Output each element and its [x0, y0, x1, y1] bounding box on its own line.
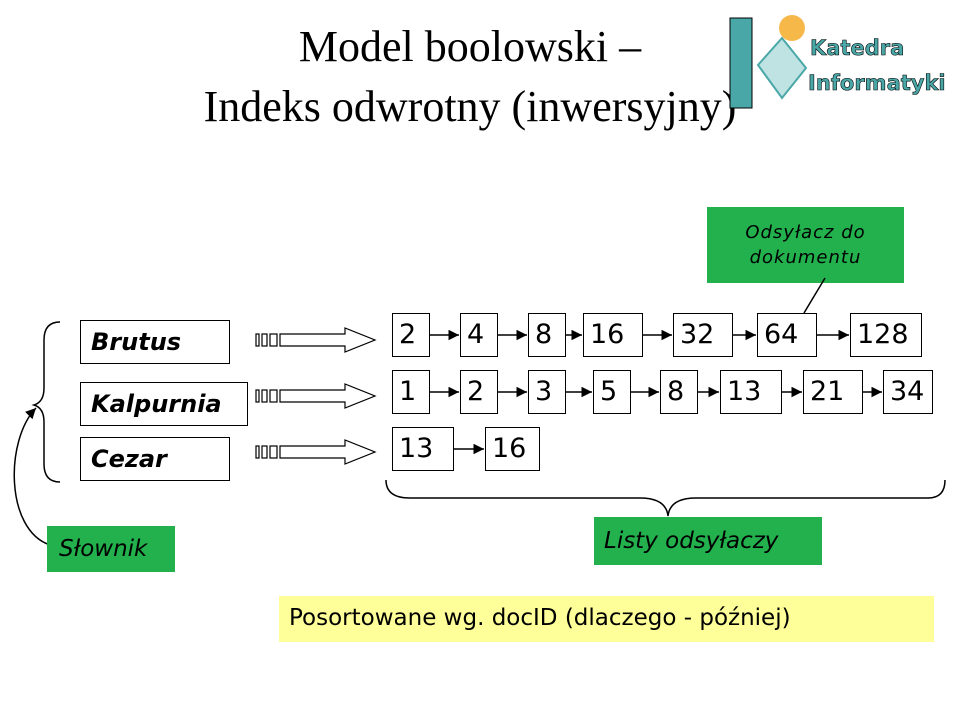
posting-brutus-64: 64: [757, 313, 817, 357]
posting-kalpurnia-2: 2: [460, 370, 498, 414]
posting-brutus-4: 4: [460, 313, 498, 357]
posting-kalpurnia-8: 8: [660, 370, 698, 414]
pointer-arrow-kalpurnia: [255, 383, 377, 409]
posting-kalpurnia-34: 34: [883, 370, 933, 414]
postings-lists-label: Listy odsyłaczy: [594, 517, 822, 565]
posting-cezar-13: 13: [392, 427, 454, 471]
dictionary-term-cezar: Cezar: [80, 437, 230, 481]
posting-kalpurnia-13: 13: [720, 370, 782, 414]
pointer-arrow-brutus: [255, 327, 377, 353]
posting-kalpurnia-3: 3: [528, 370, 566, 414]
posting-kalpurnia-21: 21: [803, 370, 863, 414]
dictionary-term-kalpurnia: Kalpurnia: [80, 382, 248, 426]
page-title-line1: Model boolowski –: [298, 22, 642, 71]
posting-brutus-32: 32: [673, 313, 733, 357]
callout-pointer-line: [803, 277, 826, 314]
callout-document-pointer: Odsyłacz do dokumentu: [707, 207, 904, 283]
posting-cezar-16: 16: [485, 427, 540, 471]
posting-brutus-16: 16: [583, 313, 643, 357]
postings-brace: [385, 479, 946, 517]
sorted-note-text: Posortowane wg. docID (dlaczego - późnie…: [289, 605, 791, 631]
posting-kalpurnia-1: 1: [392, 370, 430, 414]
department-logo: Katedra Informatyki: [729, 15, 946, 109]
sorted-note: Posortowane wg. docID (dlaczego - późnie…: [279, 596, 934, 642]
logo-k-arm: [756, 36, 808, 100]
posting-kalpurnia-5: 5: [593, 370, 631, 414]
pointer-arrow-cezar: [255, 439, 377, 465]
callout-text: Odsyłacz do dokumentu: [745, 222, 866, 268]
logo-k-dot: [779, 15, 805, 41]
page-title-line2: Indeks odwrotny (inwersyjny): [203, 82, 737, 131]
dictionary-label: Słownik: [47, 526, 175, 572]
logo-text-line2: Informatyki: [808, 71, 946, 95]
dictionary-pointer-arrow: [13, 407, 51, 546]
postings-lists-label-text: Listy odsyłaczy: [604, 528, 779, 554]
dictionary-label-text: Słownik: [59, 536, 148, 562]
dictionary-brace: [31, 321, 61, 483]
logo-text-line1: Katedra: [810, 36, 904, 60]
posting-brutus-128: 128: [850, 313, 922, 357]
logo-k-stem: [729, 17, 753, 109]
dictionary-term-brutus: Brutus: [80, 320, 230, 364]
posting-brutus-2: 2: [392, 313, 430, 357]
posting-brutus-8: 8: [528, 313, 566, 357]
